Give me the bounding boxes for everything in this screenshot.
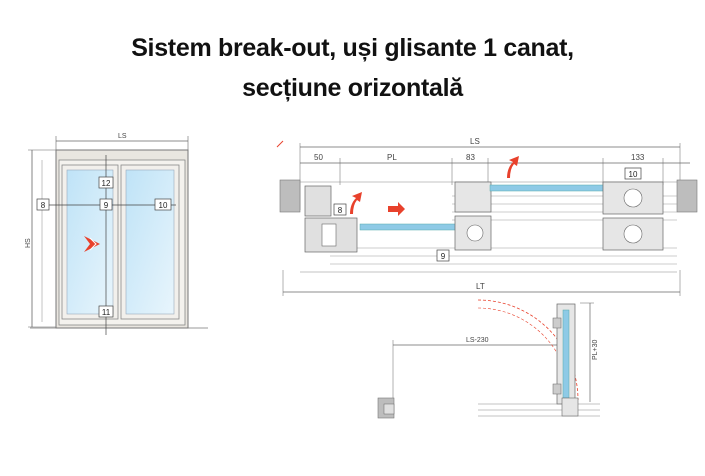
- section-left-profile: [321, 223, 337, 247]
- breakout-view: LS-230 PL+30: [377, 299, 600, 419]
- title-line-2: secțiune orizontală: [242, 74, 463, 102]
- breakout-swing-arc-outer: [477, 299, 579, 401]
- section-left-frame-top: [304, 185, 332, 217]
- front-dim-hs-label: HS: [25, 238, 32, 248]
- section-left-frame-bottom: [304, 217, 358, 253]
- direction-arrow-icon-highlight: [89, 237, 97, 251]
- section-view: LS 50 PL 83 133: [276, 137, 698, 296]
- section-wall-left: [279, 179, 301, 213]
- breakout-rotated-glass: [562, 309, 570, 399]
- section-fixed-glass: [489, 184, 606, 192]
- section-slide-arrow: [388, 202, 405, 216]
- breakout-left-profile: [383, 403, 395, 415]
- svg-text:9: 9: [104, 201, 109, 210]
- breakout-right-profile: [561, 397, 579, 417]
- section-right-roller-top: [623, 188, 643, 208]
- section-right-roller-bottom: [623, 224, 643, 244]
- section-wall-right: [676, 179, 698, 213]
- section-breakout-arrow-left: [350, 192, 362, 214]
- front-marker-11: 11: [98, 305, 114, 318]
- svg-text:9: 9: [441, 252, 446, 261]
- front-right-glass: [125, 169, 175, 315]
- front-marker-9: 9: [99, 198, 113, 211]
- section-dim-ls-label: LS: [470, 137, 480, 146]
- svg-text:10: 10: [629, 170, 638, 179]
- section-marker-10: 10: [624, 167, 642, 180]
- front-marker-10: 10: [154, 198, 172, 211]
- svg-text:11: 11: [102, 308, 111, 317]
- section-dim-133-label: 133: [631, 153, 645, 162]
- breakout-dim-ls230-label: LS-230: [466, 337, 489, 344]
- section-breakout-arrow-right: [507, 156, 519, 178]
- section-dim-83-label: 83: [466, 153, 475, 162]
- breakout-hinge-bottom: [552, 383, 562, 395]
- front-marker-12: 12: [98, 176, 114, 189]
- section-dim-lt-label: LT: [476, 282, 485, 291]
- section-fixed-sash-left: [454, 181, 492, 213]
- section-dim-ls-red-tick: [276, 140, 284, 148]
- section-moving-glass: [359, 223, 461, 231]
- front-marker-8: 8: [36, 198, 50, 211]
- svg-text:10: 10: [159, 201, 168, 210]
- svg-text:8: 8: [338, 206, 343, 215]
- title-line-1: Sistem break-out, uși glisante 1 canat,: [131, 34, 574, 62]
- svg-text:8: 8: [41, 201, 46, 210]
- section-marker-9: 9: [436, 249, 450, 262]
- direction-arrow-icon: [84, 236, 100, 252]
- svg-text:12: 12: [102, 179, 111, 188]
- section-marker-8: 8: [333, 203, 347, 216]
- section-dim-50-label: 50: [314, 153, 323, 162]
- breakout-dim-pl30-label: PL+30: [592, 339, 599, 360]
- front-dim-ls-label: LS: [118, 133, 127, 140]
- breakout-hinge-top: [552, 317, 562, 329]
- front-view: LS HS: [25, 133, 208, 335]
- section-moving-roller: [466, 224, 484, 242]
- section-dim-pl-label: PL: [387, 153, 397, 162]
